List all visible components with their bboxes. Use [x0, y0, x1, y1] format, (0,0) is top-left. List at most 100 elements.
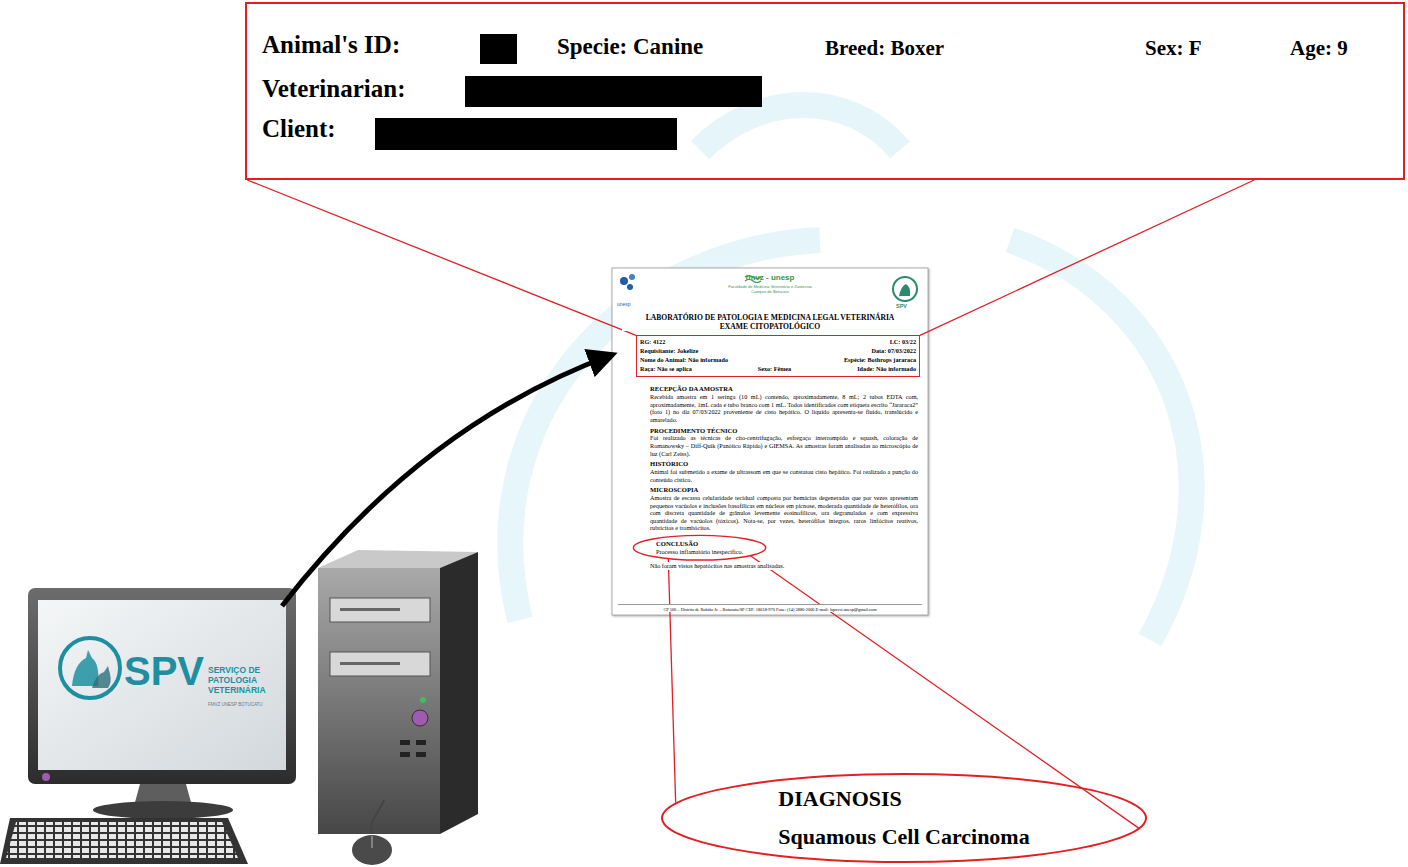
mouse-cable — [371, 800, 384, 834]
computer-tower — [318, 550, 478, 834]
field-label: Breed: Boxer — [825, 36, 944, 61]
field-label: Veterinarian: — [262, 75, 406, 103]
conclusion-text: Processo inflamatório inespecífico. — [656, 548, 743, 556]
field-label: Sex: F — [1145, 36, 1202, 61]
diagnosis-oval: DIAGNOSIS Squamous Cell Carcinoma — [660, 772, 1148, 864]
mouse — [352, 800, 392, 865]
drive-bay — [330, 598, 430, 622]
field-label: Age: 9 — [1290, 36, 1348, 61]
status-light — [420, 697, 426, 703]
logo-ring — [893, 277, 917, 301]
monitor-base — [93, 801, 233, 819]
usb-port — [416, 740, 426, 745]
document-paper — [612, 268, 928, 615]
diagnosis-value: Squamous Cell Carcinoma — [778, 825, 1029, 849]
patient-field: RG: 4122 — [640, 338, 665, 347]
patient-field: LC: 03/22 — [890, 338, 916, 347]
drive-slot — [340, 662, 400, 665]
section-text: Animal foi submetido a exame de ultrasso… — [650, 468, 918, 483]
mouse-body — [352, 835, 392, 865]
diagnosis-text-group: DIAGNOSIS Squamous Cell Carcinoma — [778, 787, 1029, 849]
logo-subtext: FMVZ UNESP BOTUCATU — [208, 702, 280, 707]
field-row: RG: 4122 LC: 03/22 — [640, 338, 916, 347]
patient-field: Data: 07/03/2022 — [871, 347, 916, 356]
section-heading: PROCEDIMENTO TÉCNICO — [650, 427, 918, 435]
keyboard-body — [0, 818, 248, 864]
letterhead-text: Campus de Botucatu — [712, 289, 828, 294]
logo-subtext: SERVIÇO DE PATOLOGIA VETERINÁRIA — [208, 666, 280, 695]
usb-port — [416, 752, 426, 757]
section-heading: CONCLUSÃO — [656, 540, 743, 548]
ellipse-outline — [632, 534, 767, 561]
keyboard — [0, 818, 248, 864]
section-heading: HISTÓRICO — [650, 460, 918, 468]
screen-logo-animal — [92, 666, 111, 688]
power-light — [42, 773, 50, 781]
drive-slot — [340, 608, 400, 611]
letterhead-text: fmvz - unesp — [712, 273, 828, 282]
conclusion-note: Não foram vistos hepatócitos nas amostra… — [650, 562, 918, 570]
watermark-arc — [700, 105, 900, 150]
ellipse-outline-shape — [662, 774, 1146, 862]
redaction-bar — [465, 76, 762, 107]
patient-field: Idade: Não informado — [857, 365, 916, 374]
flow-arrow — [282, 355, 612, 606]
mouse-button-split — [372, 836, 373, 848]
letterhead-text: Faculdade de Medicina Veterinária e Zoot… — [712, 284, 828, 289]
conclusion-ellipse: CONCLUSÃOProcesso inflamatório inespecíf… — [632, 534, 767, 561]
ellipse-outline-shape — [633, 535, 765, 560]
footer-text: CP 560 – Distrito de Rubião Jr. – Botuca… — [618, 604, 922, 612]
section-text: Amostra de escassa celularidade tecidual… — [650, 494, 918, 532]
field-label: Specie: Canine — [557, 34, 703, 60]
letterhead-text: unesp — [617, 301, 631, 307]
patient-field: Nome do Animal: Não informado — [640, 356, 728, 365]
patient-fields-box: RG: 4122 LC: 03/22Requisitante: Jokelize D… — [636, 335, 920, 377]
keyboard-keys — [6, 822, 238, 858]
ellipse-outline — [660, 772, 1148, 864]
drive-bay — [330, 652, 430, 676]
screen-logo-animal — [72, 650, 98, 686]
callout-line — [668, 559, 675, 803]
letterhead-text: SPV — [896, 303, 907, 309]
info-box: Animal's ID: Specie: Canine Breed: Boxer Se… — [245, 2, 1405, 180]
spv-logo — [893, 277, 917, 301]
patient-field: Requisitante: Jokelize — [640, 347, 698, 356]
screen-logo-ring — [60, 638, 120, 698]
field-label: Animal's ID: — [262, 31, 400, 59]
logo-dot — [627, 284, 633, 290]
tower-side — [440, 552, 478, 834]
redaction-bar — [480, 34, 517, 64]
field-label: Client: — [262, 115, 336, 143]
field-row: Nome do Animal: Não informado Espécie: Bo… — [640, 356, 916, 365]
watermark — [510, 105, 1191, 640]
report-subtitle: EXAME CITOPATOLÓGICO — [622, 323, 918, 332]
monitor-screen — [38, 600, 286, 770]
diagnosis-heading: DIAGNOSIS — [778, 787, 1029, 811]
usb-port — [400, 740, 410, 745]
callout-line — [920, 180, 1254, 335]
field-row: Raça: Não se aplica Sexo: Fêmea Idade: Não… — [640, 365, 916, 374]
unesp-logo — [620, 274, 635, 290]
redaction-bar — [375, 118, 677, 150]
logo-dot — [629, 274, 635, 280]
usb-port — [400, 752, 410, 757]
patient-field: Sexo: Fêmea — [758, 365, 792, 374]
report-document: unesp fmvz - unespFaculdade de Medicina V… — [612, 268, 928, 615]
field-row: Requisitante: Jokelize Data: 07/03/2022 — [640, 347, 916, 356]
report-title: LABORATÓRIO DE PATOLOGIA E MEDICINA LEGA… — [622, 314, 918, 323]
monitor-frame — [28, 588, 296, 784]
section-text: Foi realizado as técnicas de cito-centri… — [650, 434, 918, 457]
watermark-arc — [1010, 240, 1192, 640]
section-text: Recebida amostra em 1 seringa (10 mL) co… — [650, 393, 918, 423]
patient-field: Raça: Não se aplica — [640, 365, 692, 374]
section-heading: RECEPÇÃO DA AMOSTRA — [650, 385, 918, 393]
computer-monitor — [28, 588, 296, 819]
section-heading: MICROSCOPIA — [650, 486, 918, 494]
monitor-screen-content: SPVSERVIÇO DE PATOLOGIA VETERINÁRIA FMVZ … — [38, 606, 282, 766]
logo-text: SPV — [124, 648, 204, 694]
callout-line — [247, 180, 636, 335]
patient-field: Espécie: Bothrops jararaca — [844, 356, 916, 365]
logo-animal — [899, 284, 910, 296]
logo-dot — [620, 277, 628, 285]
